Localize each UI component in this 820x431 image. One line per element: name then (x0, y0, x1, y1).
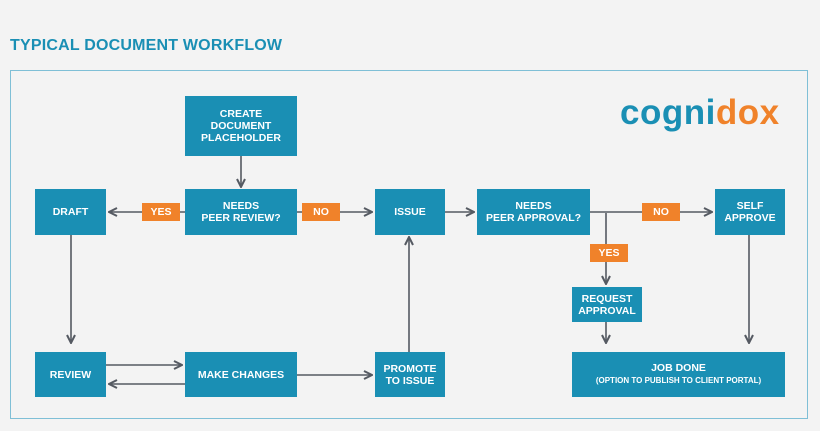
logo-part-cogni: cogni (620, 93, 716, 132)
job-done-label: JOB DONE (651, 362, 706, 374)
promote-to-issue-box: PROMOTE TO ISSUE (375, 352, 445, 397)
cognidox-logo: cognidox (620, 93, 780, 133)
needs-peer-approval-box: NEEDS PEER APPROVAL? (477, 189, 590, 235)
job-done-sublabel: (OPTION TO PUBLISH TO CLIENT PORTAL) (595, 376, 762, 385)
create-placeholder-box: CREATE DOCUMENT PLACEHOLDER (185, 96, 297, 156)
needs-peer-review-label: NEEDS PEER REVIEW? (201, 200, 281, 224)
diagram-frame (10, 70, 808, 419)
yes-tag-approval: YES (590, 244, 628, 262)
self-approve-box: SELF APPROVE (715, 189, 785, 235)
issue-box: ISSUE (375, 189, 445, 235)
needs-peer-approval-label: NEEDS PEER APPROVAL? (485, 200, 582, 224)
no-tag-review: NO (302, 203, 340, 221)
logo-part-dox: dox (715, 93, 780, 132)
draft-box: DRAFT (35, 189, 106, 235)
job-done-box: JOB DONE (OPTION TO PUBLISH TO CLIENT PO… (572, 352, 785, 397)
issue-label: ISSUE (394, 206, 426, 218)
no-tag-approval: NO (642, 203, 680, 221)
create-placeholder-label: CREATE DOCUMENT PLACEHOLDER (201, 108, 281, 144)
diagram-title: TYPICAL DOCUMENT WORKFLOW (10, 37, 283, 54)
review-label: REVIEW (49, 368, 92, 381)
make-changes-label: MAKE CHANGES (197, 368, 285, 381)
promote-to-issue-label: PROMOTE TO ISSUE (383, 362, 437, 387)
review-box: REVIEW (35, 352, 106, 397)
request-approval-label: REQUEST APPROVAL (578, 292, 636, 317)
needs-peer-review-box: NEEDS PEER REVIEW? (185, 189, 297, 235)
make-changes-box: MAKE CHANGES (185, 352, 297, 397)
draft-label: DRAFT (52, 206, 89, 218)
self-approve-label: SELF APPROVE (724, 200, 776, 224)
yes-tag-review: YES (142, 203, 180, 221)
request-approval-box: REQUEST APPROVAL (572, 287, 642, 322)
